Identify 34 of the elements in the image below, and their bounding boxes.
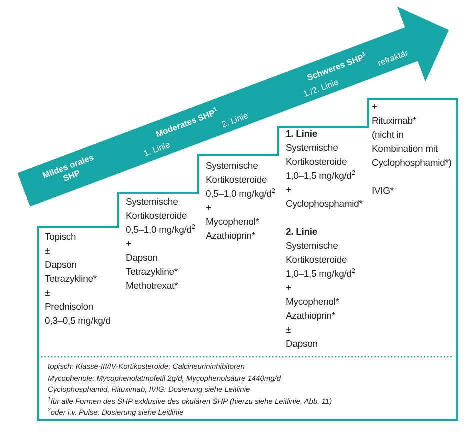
therapy-item: Dapson (45, 259, 77, 273)
therapy-item: Cyclophosphamid* (286, 198, 363, 212)
line-heading: 2. Linie (286, 226, 318, 240)
therapy-item: ± (286, 324, 292, 338)
therapy-item: Systemische Kortikosteroide 0,5–1,0 mg/kg/d$^{2}$ (126, 196, 196, 238)
therapy-item: + (206, 202, 212, 216)
therapy-item: Topisch (45, 231, 76, 245)
line-heading: 1. Linie (286, 128, 318, 142)
severity-label: Mildes orales SHP (40, 152, 97, 186)
therapy-item: Prednisolon 0,3–0,5 mg/kg/d (45, 301, 112, 329)
therapy-item: + (286, 184, 292, 198)
therapy-item: Tetrazykline* (45, 273, 97, 287)
therapy-item: ± (45, 245, 50, 259)
therapy-item: Methotrexat* (126, 280, 178, 294)
therapy-item: ± (45, 287, 50, 301)
therapy-item: Systemische Kortikosteroide 1,0–1,5 mg/kg/d$^{2}$ (286, 142, 356, 184)
therapy-item: + (286, 282, 292, 296)
therapy-item: Azathioprin* (206, 230, 256, 244)
therapy-item: Azathioprin* (286, 310, 336, 324)
stepped-panel (37, 98, 458, 421)
therapy-item: IVIG* (372, 185, 394, 199)
therapy-item: Dapson (126, 252, 158, 266)
therapy-item: + (372, 101, 378, 115)
therapy-item: Mycophenol* (206, 216, 260, 230)
therapy-item: Tetrazykline* (126, 266, 178, 280)
therapy-item: (nicht in Kombination mit Cyclophosphamid*) (372, 129, 453, 171)
therapy-item: Systemische Kortikosteroide 0,5–1,0 mg/kg/d$^{2}$ (206, 160, 276, 202)
therapy-item: + (126, 238, 132, 252)
therapy-item: Rituximab* (372, 115, 416, 129)
therapy-item: Mycophenol* (286, 296, 340, 310)
line-label: 1. Linie (142, 139, 172, 158)
therapy-item: Systemische Kortikosteroide 1,0–1,5 mg/kg/d$^{2}$ (286, 240, 356, 282)
therapy-item: Dapson (286, 338, 318, 352)
line-label: 2. Linie (220, 110, 250, 130)
